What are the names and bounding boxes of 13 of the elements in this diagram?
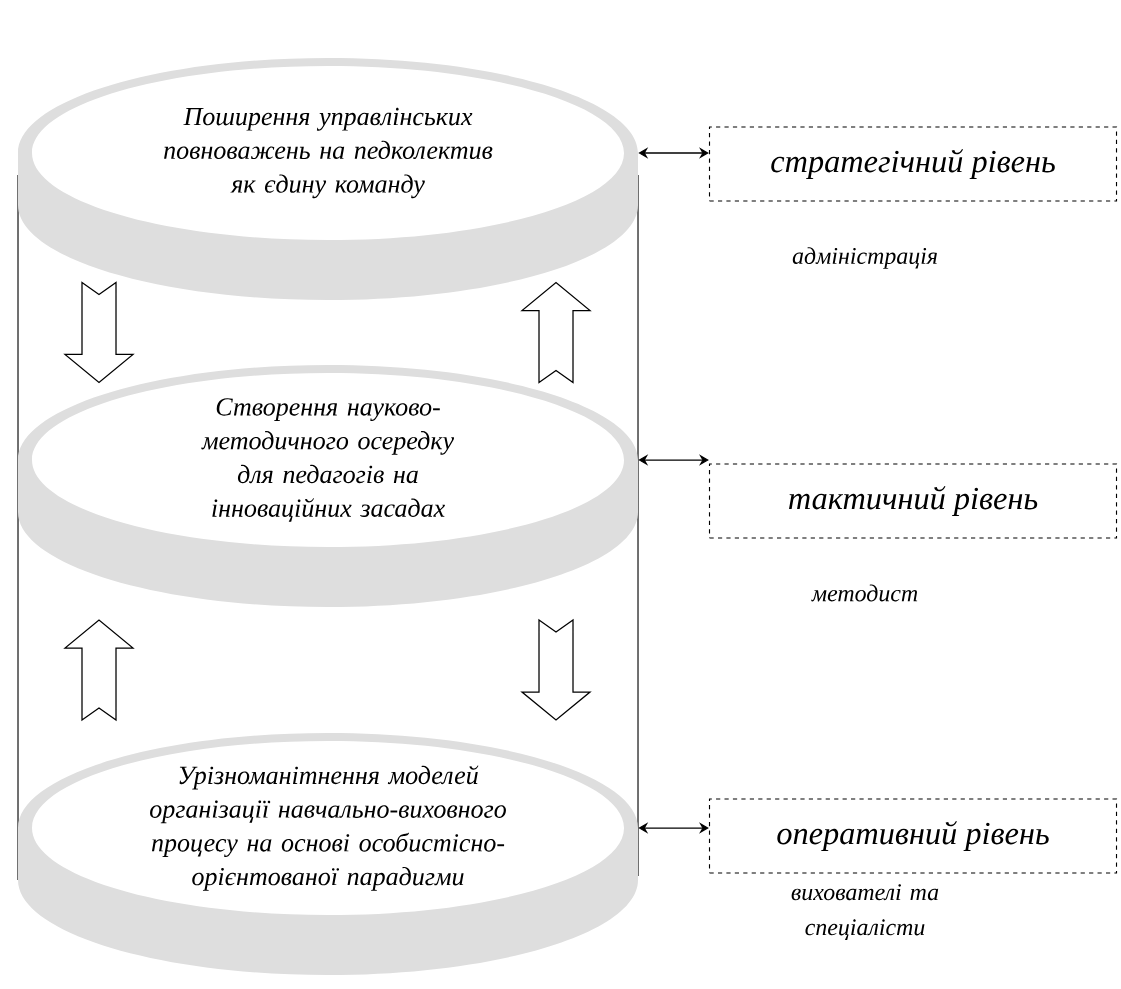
level-box: стратегічний рівень bbox=[708, 126, 1118, 202]
block-arrow bbox=[63, 281, 135, 384]
block-arrow bbox=[520, 281, 592, 384]
level-box: тактичний рівень bbox=[708, 463, 1118, 539]
role-label: адміністрація bbox=[792, 247, 937, 269]
block-arrow bbox=[63, 619, 135, 722]
double-arrow bbox=[638, 147, 709, 159]
role-label: вихователі та спеціалісти bbox=[791, 884, 939, 940]
double-arrow bbox=[638, 454, 709, 466]
level-box: оперативний рівень bbox=[708, 798, 1118, 874]
double-arrow bbox=[638, 822, 709, 834]
block-arrow bbox=[520, 618, 592, 721]
role-label: методист bbox=[811, 584, 918, 602]
